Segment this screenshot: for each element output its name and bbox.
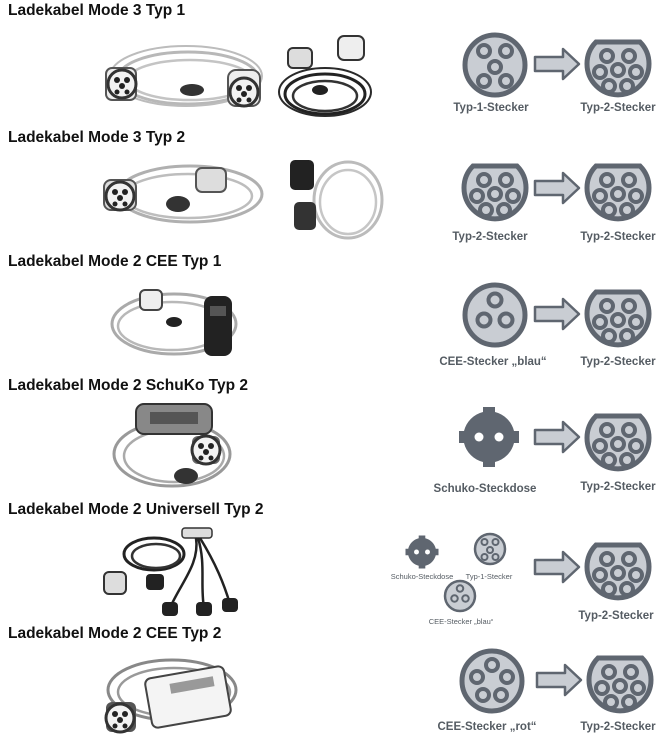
to-plug-label: Typ-2-Stecker <box>580 721 656 733</box>
type2-plug-icon <box>462 156 528 222</box>
right-arrow-icon <box>533 47 581 81</box>
from-plug-label: Typ-2-Stecker <box>452 231 528 243</box>
to-plug-label: Typ-2-Stecker <box>580 102 656 114</box>
section-title: Ladekabel Mode 2 CEE Typ 1 <box>8 253 222 270</box>
right-arrow-icon <box>535 663 583 697</box>
to-plug-label: Typ-2-Stecker <box>580 356 656 368</box>
right-arrow-icon <box>533 550 581 584</box>
section-title: Ladekabel Mode 2 SchuKo Typ 2 <box>8 377 249 394</box>
type2-plug-icon <box>585 535 651 601</box>
right-arrow-icon <box>533 297 581 331</box>
section-title: Ladekabel Mode 2 Universell Typ 2 <box>8 501 264 518</box>
from-plug-label: Typ-1-Stecker <box>453 102 529 114</box>
cable-photo <box>112 403 232 488</box>
type2-plug-icon <box>587 648 653 714</box>
section-title: Ladekabel Mode 2 CEE Typ 2 <box>8 625 222 642</box>
type2-plug-icon <box>585 282 651 348</box>
from-plug-label: CEE-Stecker „rot“ <box>437 721 537 733</box>
cable-photo <box>110 289 238 356</box>
to-plug-label: Typ-2-Stecker <box>578 610 654 622</box>
cable-photo <box>105 45 263 108</box>
cable-photo <box>290 160 384 240</box>
right-arrow-icon <box>533 171 581 205</box>
cable-photo <box>104 658 238 734</box>
section-title: Ladekabel Mode 3 Typ 1 <box>8 2 186 19</box>
cee-plug-icon <box>459 648 525 714</box>
from-plug-label: Typ-1-Stecker <box>465 572 513 581</box>
type2-plug-icon <box>585 156 651 222</box>
to-plug-label: Typ-2-Stecker <box>580 481 656 493</box>
cable-photo <box>103 164 264 224</box>
type1-plug-icon <box>473 532 507 566</box>
from-plug-label: CEE-Stecker „blau“ <box>439 356 547 368</box>
type1-plug-icon <box>462 32 528 98</box>
cable-photo <box>278 35 372 117</box>
type2-plug-icon <box>585 32 651 98</box>
from-plug-label: Schuko-Steckdose <box>433 483 537 495</box>
schuko-socket-icon <box>405 535 439 569</box>
type2-plug-icon <box>585 406 651 472</box>
cee-plug-icon <box>462 282 528 348</box>
section-title: Ladekabel Mode 3 Typ 2 <box>8 129 186 146</box>
schuko-socket-icon <box>459 407 519 467</box>
right-arrow-icon <box>533 420 581 454</box>
cee-plug-icon <box>443 579 477 613</box>
from-plug-label: CEE-Stecker „blau“ <box>428 617 494 626</box>
from-plug-label: Schuko-Steckdose <box>390 572 454 581</box>
to-plug-label: Typ-2-Stecker <box>580 231 656 243</box>
cable-photo <box>103 527 238 616</box>
